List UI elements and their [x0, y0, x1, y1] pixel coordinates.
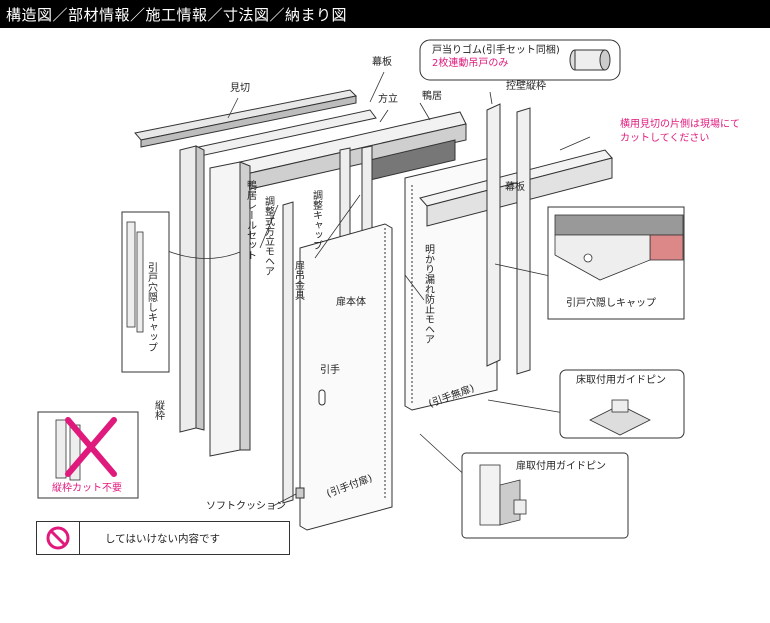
door-handle-part	[318, 389, 326, 406]
label-hikae-tatewaku: 控壁縦枠	[506, 81, 546, 92]
label-yokomikiri-1: 横用見切の片側は現場にて	[620, 119, 740, 130]
label-chosei-hodate: 調整式方立モヘア	[262, 196, 274, 276]
label-akari-more: 明かり漏れ防止モヘア	[422, 244, 434, 344]
wall-jamb-part	[516, 107, 531, 375]
stopper-callout	[419, 39, 621, 81]
label-tobira-kanagu: 扉吊金具	[292, 260, 304, 300]
label-mikiri: 見切	[230, 83, 250, 94]
jamb-cover-part	[209, 161, 241, 457]
left-jamb-part	[179, 145, 197, 433]
label-todari-1: 戸当りゴム(引手セット同梱)	[432, 45, 560, 56]
guide-pin-icon	[589, 399, 651, 436]
label-makuita-top: 幕板	[372, 57, 392, 68]
prohibited-icon	[46, 526, 70, 550]
legend-text: してはいけない内容です	[105, 533, 220, 545]
legend-box: してはいけない内容です	[36, 521, 290, 555]
label-todari-2: 2枚連動吊戸のみ	[432, 58, 509, 69]
cross-mark-icon	[65, 417, 117, 477]
label-yuka-guide: 床取付用ガイドピン	[576, 375, 666, 386]
title-bar: 構造図／部材情報／施工情報／寸法図／納まり図	[0, 0, 770, 28]
top-trim-part	[134, 89, 358, 141]
door-with-handle-part	[299, 223, 393, 531]
page-title: 構造図／部材情報／施工情報／寸法図／納まり図	[6, 6, 348, 24]
label-tobira-guide: 扉取付用ガイドピン	[516, 461, 606, 472]
label-tatewaku: 縦枠	[152, 400, 164, 420]
soft-cushion-part	[295, 487, 305, 499]
label-hodate: 方立	[378, 94, 398, 105]
label-hikido-cap-right: 引戸穴隠しキャップ	[566, 298, 656, 309]
rubber-stopper-icon	[569, 49, 611, 71]
label-kamoi: 鴨居	[422, 91, 442, 102]
label-soft-cushion: ソフトクッション	[206, 501, 286, 512]
mullion-strip-part	[282, 201, 294, 504]
legend-divider	[79, 522, 80, 554]
label-tobira-hontai: 扉本体	[336, 297, 366, 308]
label-tatewaku-cut: 縦枠カット不要	[52, 483, 122, 494]
label-hikite: 引手	[320, 365, 340, 376]
label-hikido-cap-left: 引戸穴隠しキャップ	[145, 262, 157, 352]
label-yokomikiri-2: カットしてください	[620, 133, 710, 144]
label-kamoi-rail: 鴨居レールセット	[244, 180, 256, 260]
right-post-part	[486, 103, 501, 367]
label-makuita-right: 幕板	[505, 182, 525, 193]
label-chosei-cap: 調整キャップ	[310, 190, 322, 250]
